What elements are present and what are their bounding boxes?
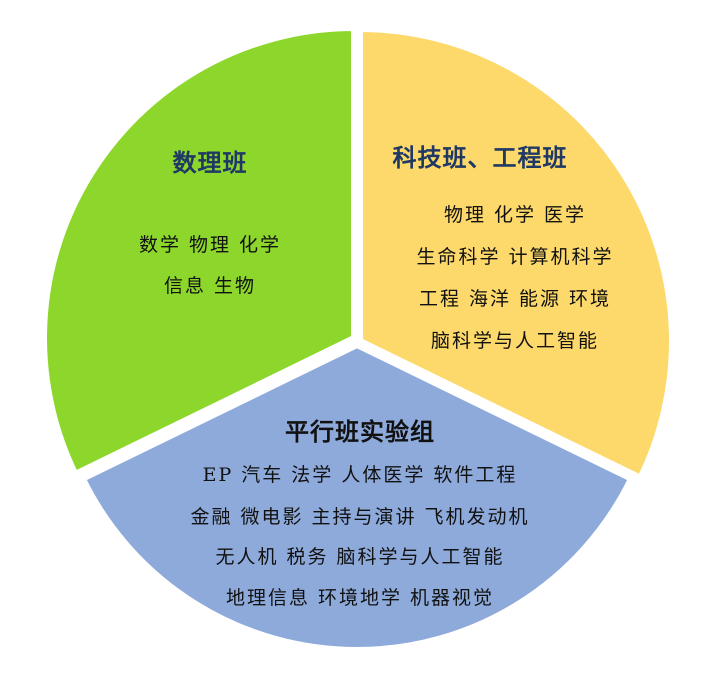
parallel-line: 金融 微电影 主持与演讲 飞机发动机 [190, 506, 530, 528]
parallel-title: 平行班实验组 [285, 417, 435, 446]
math-title: 数理班 [172, 148, 248, 177]
sector-tech [357, 25, 675, 482]
tech-line: 工程 海洋 能源 环境 [418, 288, 612, 310]
tech-title: 科技班、工程班 [392, 143, 568, 172]
math-line: 数学 物理 化学 [138, 234, 282, 256]
tech-line: 生命科学 计算机科学 [416, 246, 614, 268]
parallel-line: 无人机 税务 脑科学与人工智能 [215, 546, 505, 568]
tech-line: 脑科学与人工智能 [430, 330, 599, 352]
tech-line: 物理 化学 医学 [443, 204, 587, 226]
sector-parallel [78, 341, 636, 653]
parallel-line: EP 汽车 法学 人体医学 软件工程 [202, 464, 518, 486]
parallel-line: 地理信息 环境地学 机器视觉 [225, 587, 495, 609]
sector-math [41, 24, 357, 478]
math-line: 信息 生物 [163, 275, 257, 297]
